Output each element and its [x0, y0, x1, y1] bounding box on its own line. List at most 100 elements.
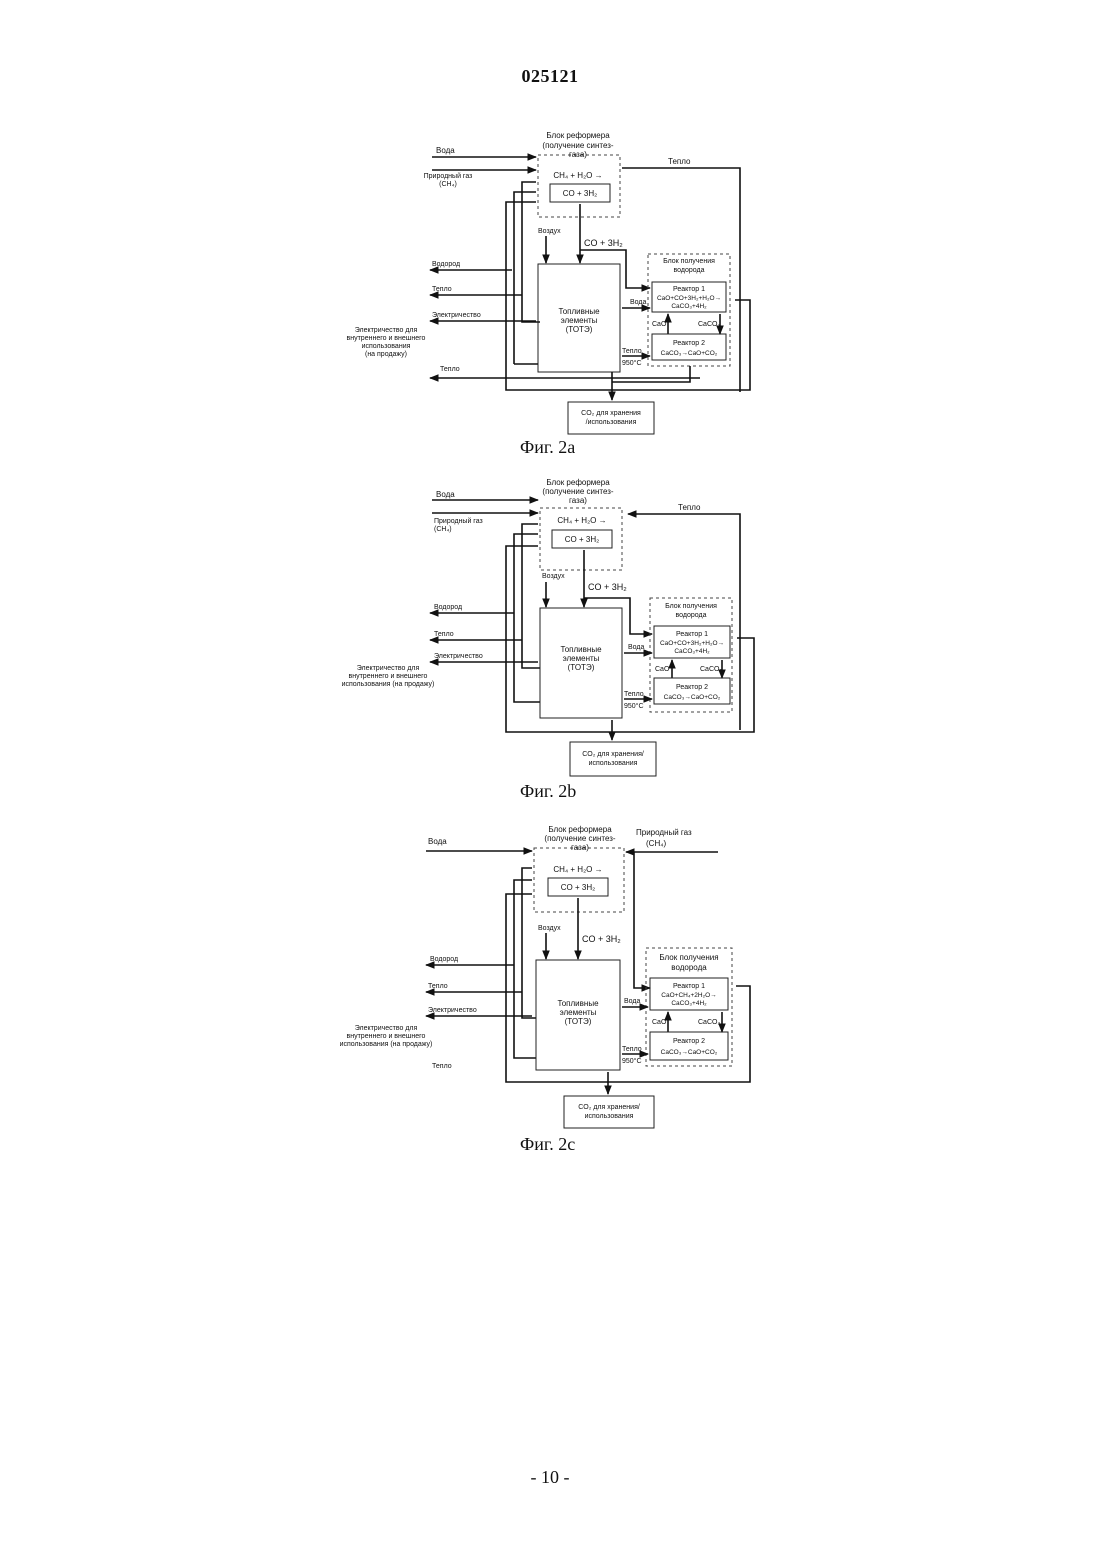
heat-link-label: Тепло [622, 348, 642, 355]
reformer-product: CO + 3H₂ [563, 189, 597, 198]
heat-bottom-label: Тепло [432, 1063, 452, 1070]
co2-label-2: /использования [586, 419, 637, 426]
reformer-product: CO + 3H₂ [561, 883, 595, 892]
reformer-subtitle-2: газа) [569, 150, 587, 159]
reactor-1-eq-2: CaCO₃+4H₂ [671, 303, 707, 310]
elec-use-label-2: внутреннего и внешнего [347, 1033, 426, 1040]
air-label: Воздух [538, 925, 561, 932]
hydrogen-block-title-2: водорода [674, 267, 705, 274]
air-label: Воздух [538, 228, 561, 235]
hydrogen-block-title: Блок получения [659, 953, 718, 962]
reformer-subtitle-2: газа) [569, 496, 587, 505]
gas-formula: (CH₄) [439, 181, 457, 188]
reactor-2-eq: CaCO₃→CaO+CO₂ [661, 350, 718, 357]
reformer-subtitle: (получение синтез- [544, 834, 616, 843]
heat-label: Тепло [432, 286, 452, 293]
co2-label: CO₂ для хранения [581, 410, 641, 417]
elec-use-label: Электричество для [355, 1025, 418, 1032]
syngas-to-reactor [584, 598, 652, 634]
co2-box [570, 742, 656, 776]
reformer-reaction: CH₄ + H₂O → [553, 171, 602, 180]
document-number: 025121 [0, 66, 1100, 87]
fuel-cells-label: Топливные [557, 999, 599, 1008]
figure-2b: Блок реформера (получение синтез- газа) … [300, 470, 800, 780]
reactor-2-eq: CaCO₃→CaO+CO₂ [664, 694, 721, 701]
elec-use-label-2: внутреннего и внешнего [347, 335, 426, 342]
reactor-2-label: Реактор 2 [673, 1038, 705, 1045]
reactor-1-eq: CaO+CO+3H₂+H₂O→ [660, 640, 724, 647]
reactor-2-eq: CaCO₃→CaO+CO₂ [661, 1049, 718, 1056]
reactor-1-eq-2: CaCO₃+4H₂ [674, 648, 710, 655]
diagram-2c: Блок реформера (получение синтез- газа) … [300, 818, 800, 1134]
page-number: - 10 - [0, 1467, 1100, 1488]
hydrogen-label: Водород [432, 261, 460, 268]
figure-caption-2a: Фиг. 2a [520, 437, 575, 458]
co2-label: CO₂ для хранения/ [578, 1104, 640, 1111]
fuel-cells-label-3: (ТОТЭ) [565, 1017, 592, 1026]
water-link-label: Вода [630, 299, 646, 306]
recycle-line-2 [514, 534, 540, 702]
fuel-cells-label-2: элементы [560, 1008, 597, 1017]
heat-top-label: Тепло [668, 157, 691, 166]
reformer-subtitle-2: газа) [571, 843, 589, 852]
caco3-label: CaCO₃ [698, 1019, 720, 1026]
figure-2c: Блок реформера (получение синтез- газа) … [300, 818, 800, 1134]
hydrogen-label: Водород [434, 604, 462, 611]
reactor-1-eq: CaO+CO+3H₂+H₂O→ [657, 295, 721, 302]
diagram-2a: Блок реформера (получение синтез- газа) … [300, 120, 800, 440]
figure-caption-2c: Фиг. 2c [520, 1134, 575, 1155]
heat-label: Тепло [434, 631, 454, 638]
hydrogen-label: Водород [430, 956, 458, 963]
hydrogen-block-title-2: водорода [676, 612, 707, 619]
air-label: Воздух [542, 573, 565, 580]
reformer-reaction: CH₄ + H₂O → [557, 516, 606, 525]
heat-link-label: Тепло [624, 691, 644, 698]
reformer-subtitle: (получение синтез- [542, 487, 614, 496]
cao-label: CaO [655, 666, 670, 673]
reformer-title: Блок реформера [546, 131, 610, 140]
hydrogen-block-title: Блок получения [665, 603, 717, 610]
reactor-1-eq: CaO+CH₄+2H₂O→ [661, 992, 716, 999]
elec-use-label-4: (на продажу) [365, 351, 407, 358]
elec-use-label-3: использования (на продажу) [342, 681, 435, 688]
water-label: Вода [436, 146, 455, 155]
figure-2a: Блок реформера (получение синтез- газа) … [300, 120, 800, 440]
reactor-2-label: Реактор 2 [676, 684, 708, 691]
figure-caption-2b: Фиг. 2b [520, 781, 576, 802]
caco3-label: CaCO₃ [698, 321, 720, 328]
temperature-label: 950°C [622, 1057, 642, 1065]
fuel-cells-label: Топливные [560, 645, 602, 654]
co2-return [612, 366, 690, 382]
gas-formula: (CH₄) [646, 839, 666, 848]
reactor-2-label: Реактор 2 [673, 340, 705, 347]
recycle-line-2 [514, 880, 536, 1058]
hydrogen-block-title: Блок получения [663, 258, 715, 265]
fuel-cells-label-3: (ТОТЭ) [566, 325, 593, 334]
heat-top-line [622, 168, 740, 392]
gas-label: Природный газ [424, 172, 473, 180]
caco3-label: CaCO₃ [700, 666, 722, 673]
elec-use-label-3: использования (на продажу) [340, 1041, 433, 1048]
water-label: Вода [428, 837, 447, 846]
gas-label: Природный газ [636, 828, 692, 837]
water-link-label: Вода [628, 644, 644, 651]
fuel-cells-label-3: (ТОТЭ) [568, 663, 595, 672]
syngas-label: CO + 3H₂ [588, 582, 627, 592]
reformer-product: CO + 3H₂ [565, 535, 599, 544]
diagram-2b: Блок реформера (получение синтез- газа) … [300, 470, 800, 780]
fuel-cells-label-2: элементы [561, 316, 598, 325]
co2-label-2: использования [589, 760, 638, 767]
heat-label: Тепло [428, 983, 448, 990]
water-label: Вода [436, 490, 455, 499]
gas-formula: (CH₄) [434, 526, 452, 533]
elec-use-label: Электричество для [355, 327, 418, 334]
elec-use-label-3: использования [362, 343, 411, 350]
heat-link-label: Тепло [622, 1046, 642, 1053]
water-link-label: Вода [624, 998, 640, 1005]
recycle-line-2 [514, 192, 536, 364]
syngas-to-reactor [580, 250, 650, 288]
reactor-1-label: Реактор 1 [673, 286, 705, 293]
electricity-label: Электричество [432, 312, 481, 319]
electricity-label: Электричество [434, 653, 483, 660]
reactor-1-label: Реактор 1 [676, 631, 708, 638]
